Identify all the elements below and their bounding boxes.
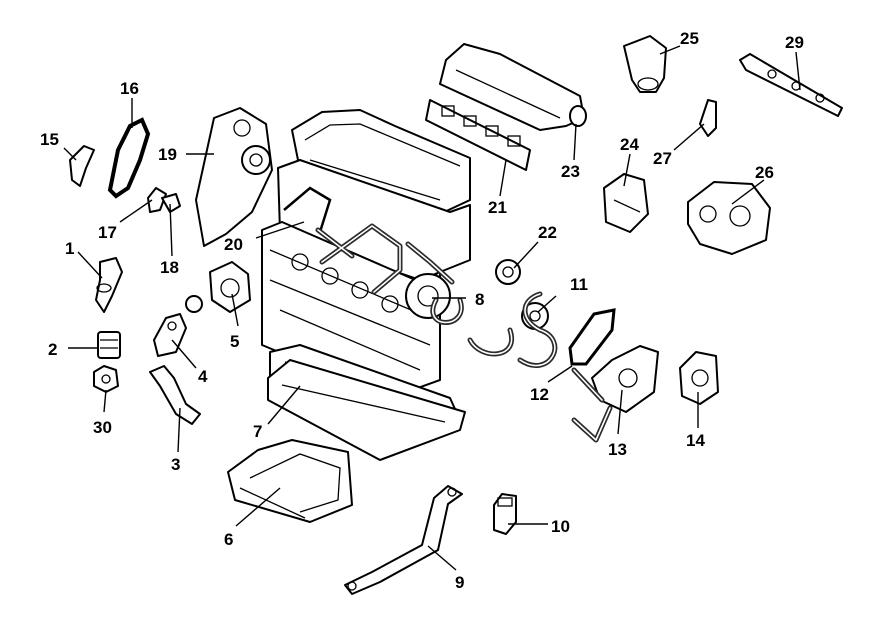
callout-29: 29	[785, 33, 804, 52]
callout-12: 12	[530, 385, 549, 404]
callout-7: 7	[253, 422, 262, 441]
drain-plug	[93, 365, 119, 393]
coolant-pipe	[149, 365, 201, 425]
tensioner	[147, 187, 181, 213]
watermark-logo	[315, 223, 613, 443]
thermostat-housing	[493, 493, 517, 535]
callout-20: 20	[224, 235, 243, 254]
timing-chain	[107, 117, 151, 199]
callout-10: 10	[551, 517, 570, 536]
injection-pump	[687, 181, 771, 255]
oil-filter	[97, 331, 121, 359]
water-pump	[679, 351, 719, 405]
callout-4: 4	[198, 367, 208, 386]
callout-26: 26	[755, 163, 774, 182]
callout-14: 14	[686, 431, 705, 450]
manifold-gasket	[425, 99, 531, 171]
leader-lines	[63, 45, 801, 571]
water-pump-housing	[591, 345, 659, 413]
oil-pipe	[344, 485, 463, 595]
chain-guide	[69, 145, 95, 187]
wiring-harness	[283, 186, 332, 233]
callout-3: 3	[171, 455, 180, 474]
callout-11: 11	[570, 275, 588, 294]
fuel-filter	[623, 35, 667, 93]
callout-6: 6	[224, 530, 233, 549]
callout-8: 8	[475, 290, 484, 309]
callout-19: 19	[158, 145, 177, 164]
timing-cover	[195, 107, 273, 247]
oil-pan-upper	[267, 359, 466, 461]
callout-labels: 1 2 3 4 5 6 7 8 9 10 11 12 13 14 15 16 1…	[40, 29, 804, 592]
intake-manifold	[439, 43, 587, 131]
callout-21: 21	[488, 198, 507, 217]
callout-30: 30	[93, 418, 112, 437]
injector	[699, 99, 717, 137]
vacuum-pump	[495, 259, 521, 285]
callout-1: 1	[65, 239, 74, 258]
drive-belt	[568, 308, 616, 366]
fuel-rail	[739, 53, 843, 117]
thermostat-flange	[185, 261, 251, 313]
callout-23: 23	[561, 162, 580, 181]
callout-15: 15	[40, 130, 59, 149]
callout-13: 13	[608, 440, 627, 459]
callout-22: 22	[538, 223, 557, 242]
callout-27: 27	[653, 149, 672, 168]
callout-16: 16	[120, 79, 139, 98]
callout-18: 18	[160, 258, 179, 277]
water-outlet-elbow	[153, 313, 187, 357]
oil-pan-lower	[227, 439, 353, 523]
fuel-filter-bracket	[603, 173, 649, 233]
callout-5: 5	[230, 332, 239, 351]
callout-24: 24	[620, 135, 639, 154]
callout-9: 9	[455, 573, 464, 592]
callout-25: 25	[680, 29, 699, 48]
callout-2: 2	[48, 340, 57, 359]
callout-17: 17	[98, 223, 117, 242]
oil-filter-bracket	[95, 257, 123, 313]
